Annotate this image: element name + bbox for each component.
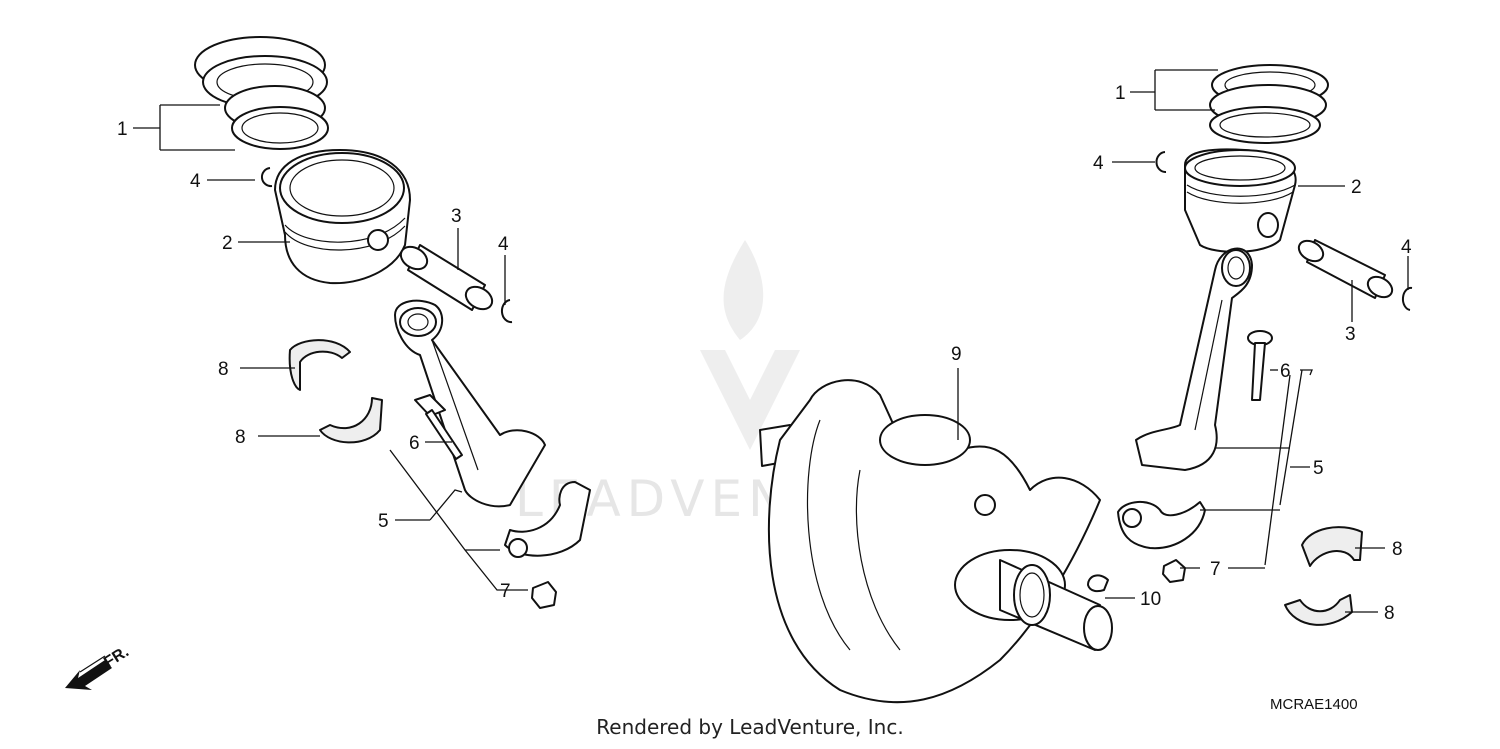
callout-2-left: 2 — [222, 233, 233, 254]
callout-7-left: 7 — [500, 581, 511, 602]
callout-lines-left — [133, 104, 528, 591]
piston-pin-clip-right-lower — [1401, 286, 1413, 311]
callout-9: 9 — [951, 344, 962, 365]
con-rod-nut-left — [531, 581, 557, 609]
callout-1-left: 1 — [117, 119, 128, 140]
piston-pin-right — [1297, 239, 1394, 299]
callout-5-right: 5 — [1313, 458, 1324, 479]
woodruff-key — [1087, 574, 1109, 593]
front-arrow-icon — [65, 655, 112, 690]
piston-pin-clip-left-upper — [261, 167, 273, 188]
callout-lines-right — [1112, 69, 1409, 613]
connecting-rod-right — [1135, 247, 1253, 471]
callout-3-right: 3 — [1345, 324, 1356, 345]
callout-3-left: 3 — [451, 206, 462, 227]
callout-4-right-upper: 4 — [1093, 153, 1104, 174]
callout-7-right: 7 — [1210, 559, 1221, 580]
piston-pin-clip-right-upper — [1155, 151, 1167, 173]
watermark-logo — [700, 240, 800, 450]
bearing-right-lower — [1284, 594, 1353, 626]
con-rod-cap-right — [1117, 501, 1206, 550]
callout-4-left-upper: 4 — [190, 171, 201, 192]
con-rod-bolt-left — [414, 394, 463, 460]
callout-1-right: 1 — [1115, 83, 1126, 104]
con-rod-bolt-right — [1247, 330, 1273, 401]
diagram-reference-code: MCRAE1400 — [1270, 696, 1358, 713]
crankshaft — [759, 379, 1113, 704]
callout-6-left: 6 — [409, 433, 420, 454]
footer-credit: Rendered by LeadVenture, Inc. — [596, 715, 904, 739]
callout-8-right-lower: 8 — [1384, 603, 1395, 624]
callout-4-right-lower: 4 — [1401, 237, 1412, 258]
con-rod-cap-left — [504, 481, 591, 558]
callout-4-left-lower: 4 — [498, 234, 509, 255]
piston-pin-clip-left-lower — [500, 299, 513, 324]
piston-rings-left — [194, 36, 329, 150]
callout-8-right-upper: 8 — [1392, 539, 1403, 560]
bearing-left-lower — [319, 397, 383, 444]
callout-6-right: 6 — [1280, 361, 1291, 382]
piston-right — [1184, 148, 1297, 253]
callout-8-left-upper: 8 — [218, 359, 229, 380]
callout-10: 10 — [1140, 589, 1161, 610]
callout-5-left: 5 — [378, 511, 389, 532]
piston-left — [274, 149, 411, 285]
bearing-left-upper — [288, 339, 351, 391]
callout-lines-center — [957, 368, 1135, 599]
con-rod-nut-right — [1162, 559, 1186, 583]
callout-2-right: 2 — [1351, 177, 1362, 198]
bearing-right-upper — [1301, 526, 1363, 567]
connecting-rod-left — [394, 299, 546, 508]
piston-pin-left — [399, 244, 494, 311]
callout-8-left-lower: 8 — [235, 427, 246, 448]
piston-rings-right — [1209, 64, 1329, 144]
